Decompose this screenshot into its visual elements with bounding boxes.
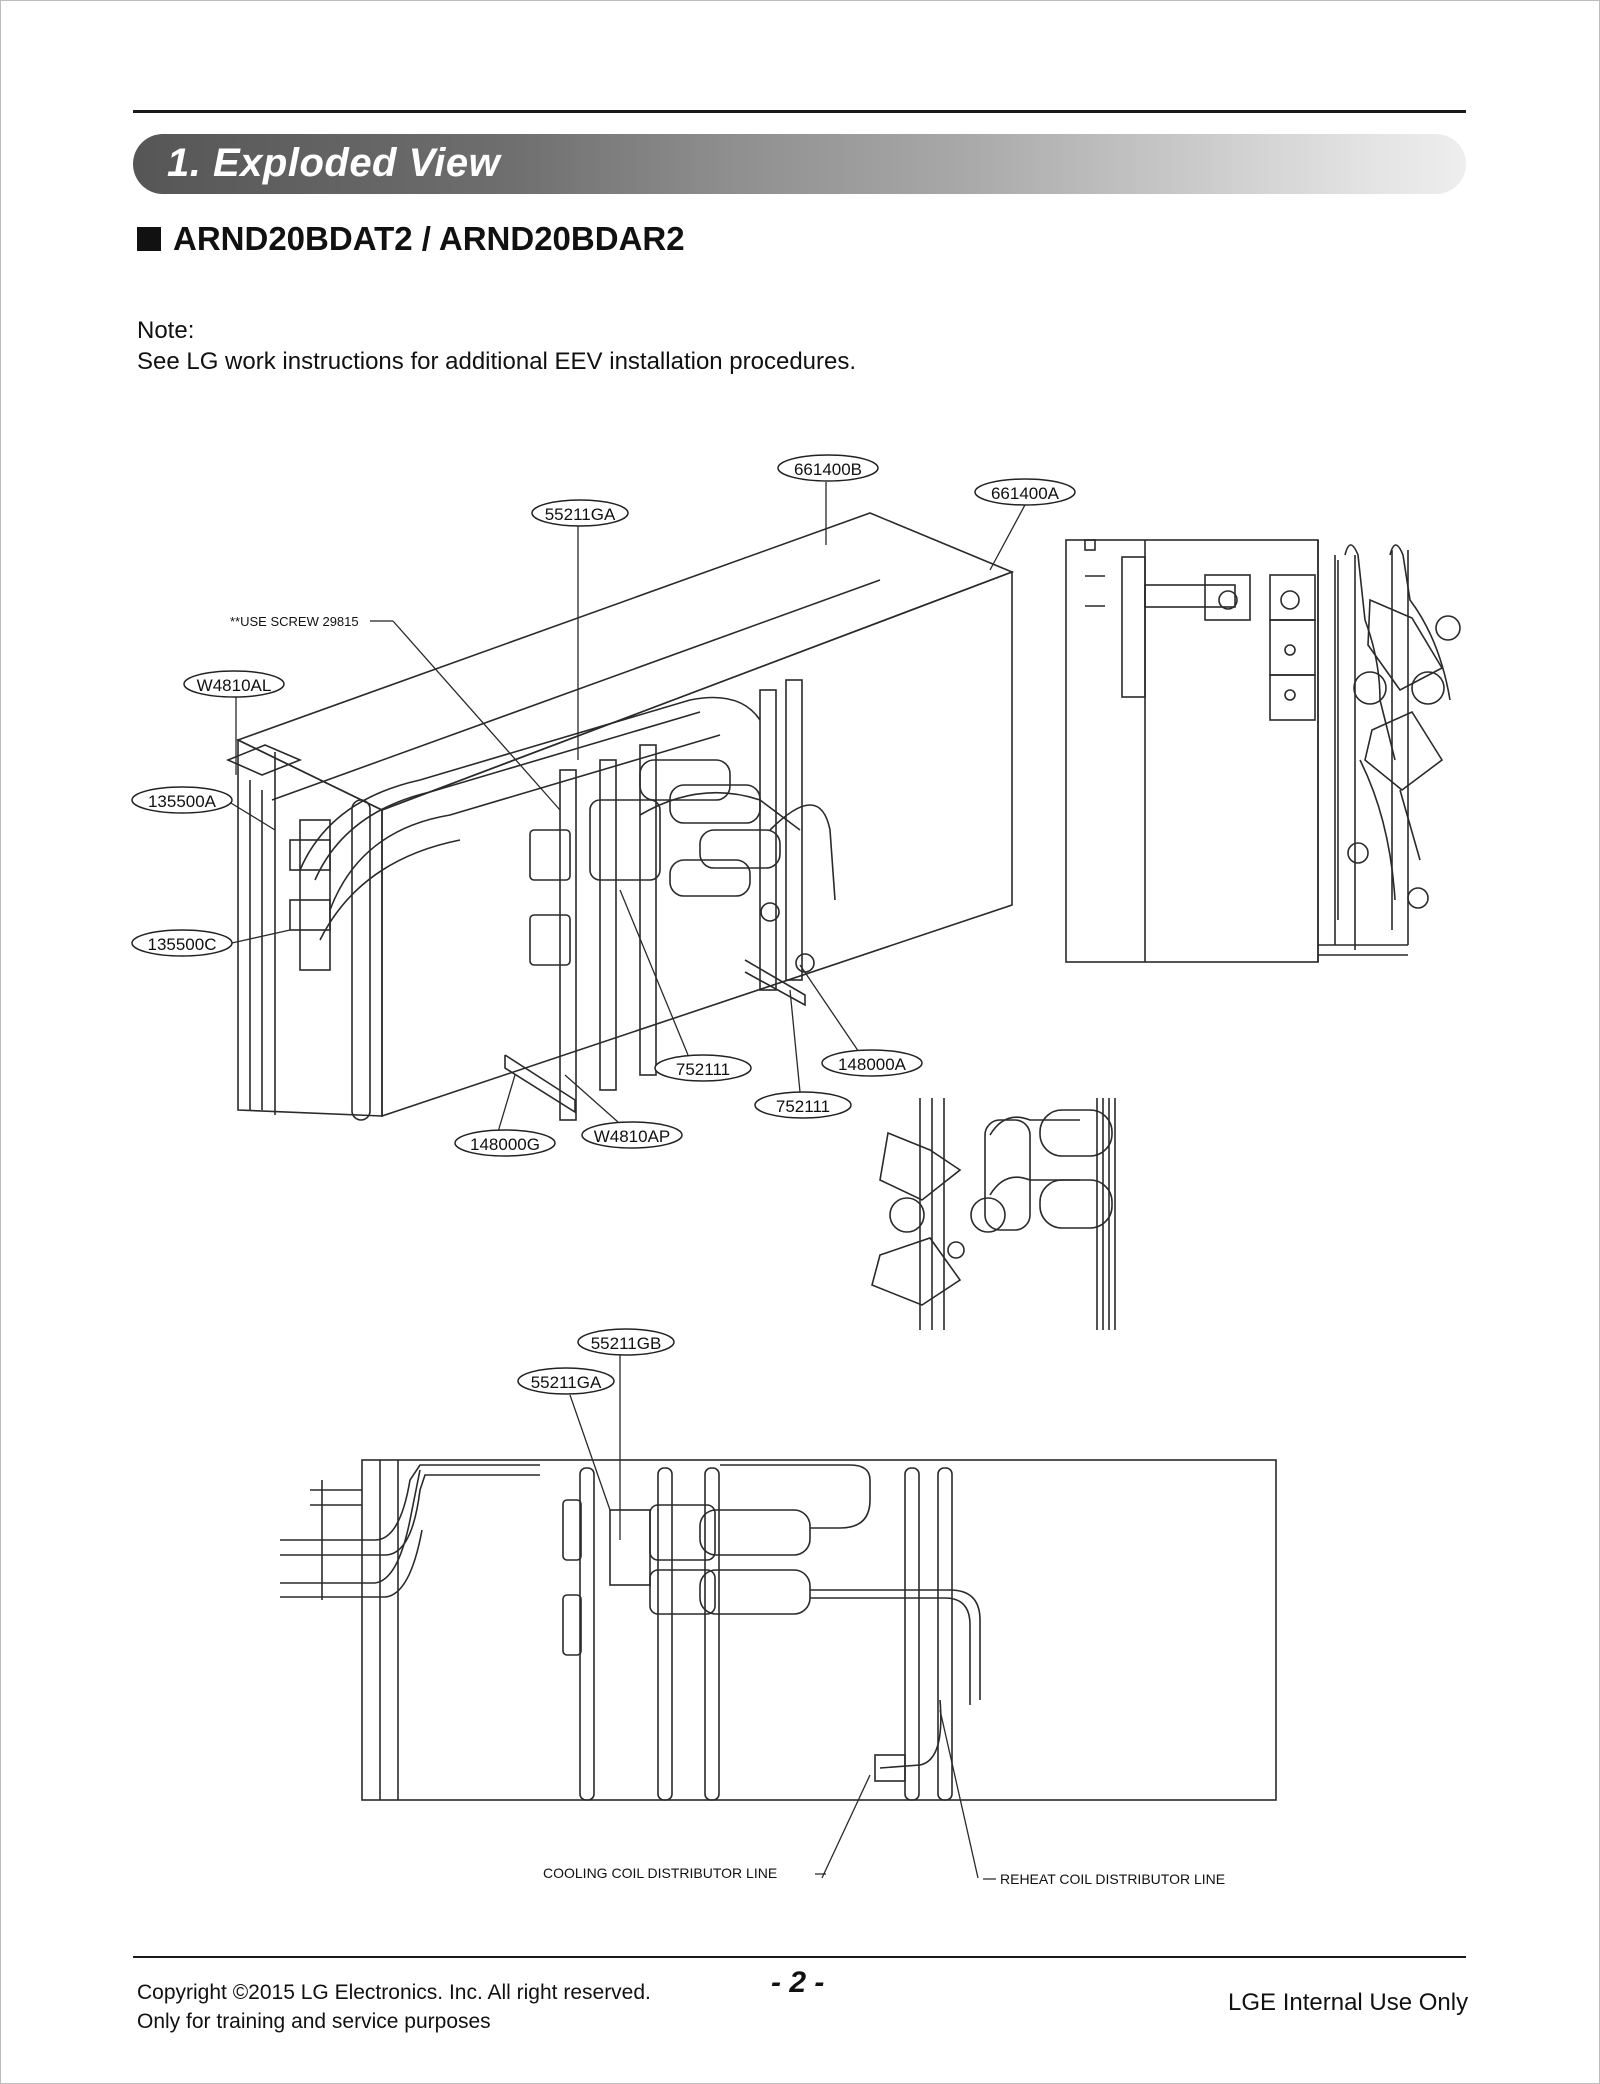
side-view-drawing xyxy=(1065,539,1461,963)
section-title: 1. Exploded View xyxy=(167,141,501,185)
header-rule xyxy=(133,110,1466,113)
footer-rule xyxy=(133,1956,1466,1958)
callout-148000G-bubble xyxy=(454,1129,556,1157)
internal-use-label: LGE Internal Use Only xyxy=(1228,1989,1469,2016)
callout-W4810AP: W4810AP xyxy=(594,1127,671,1146)
callout-W4810AL-bubble xyxy=(183,670,285,698)
callout-661400A-bubble xyxy=(974,478,1076,506)
section-banner: 1. Exploded View xyxy=(133,134,1466,194)
callouts: 661400B 661400A 55211GA **USE SCREW 2981… xyxy=(131,454,1225,1887)
callout-135500C-bubble xyxy=(131,929,233,957)
callout-752111-b-bubble xyxy=(754,1091,852,1119)
main-unit-drawing xyxy=(225,512,1015,1121)
callout-55211GA-bottom: 55211GA xyxy=(531,1373,602,1392)
callout-752111-a-bubble xyxy=(654,1054,752,1082)
callout-screw-note: **USE SCREW 29815 xyxy=(230,614,359,629)
leader-lines xyxy=(225,482,1027,1879)
page-number: - 2 - xyxy=(771,1966,825,1999)
bullet-square-icon xyxy=(137,227,161,251)
model-title: ARND20BDAT2 / ARND20BDAR2 xyxy=(173,220,685,257)
callout-752111-b: 752111 xyxy=(776,1097,830,1116)
callout-W4810AL: W4810AL xyxy=(197,676,272,695)
valve-detail-drawing xyxy=(871,1098,1116,1330)
reheat-coil-line-label: REHEAT COIL DISTRIBUTOR LINE xyxy=(1000,1871,1225,1887)
callout-55211GA-bottom-bubble xyxy=(517,1367,615,1395)
note-label: Note: xyxy=(137,317,195,344)
callout-135500A: 135500A xyxy=(148,792,217,811)
front-view-drawing xyxy=(280,1459,1277,1801)
callout-752111-a: 752111 xyxy=(676,1060,730,1079)
callout-135500C: 135500C xyxy=(147,935,216,954)
callout-148000A: 148000A xyxy=(838,1055,907,1074)
callout-55211GA-top-bubble xyxy=(531,499,629,527)
callout-148000A-bubble xyxy=(821,1049,923,1077)
note-text: See LG work instructions for additional … xyxy=(137,348,857,375)
callout-W4810AP-bubble xyxy=(581,1121,683,1149)
callout-148000G: 148000G xyxy=(470,1135,540,1154)
footer-copyright: Copyright ©2015 LG Electronics. Inc. All… xyxy=(137,1978,651,2036)
callout-135500A-bubble xyxy=(131,786,233,814)
copyright-line-1: Copyright ©2015 LG Electronics. Inc. All… xyxy=(137,1981,651,2004)
callout-661400B-bubble xyxy=(777,454,879,482)
cooling-coil-line-label: COOLING COIL DISTRIBUTOR LINE xyxy=(543,1865,777,1881)
callout-661400B: 661400B xyxy=(794,460,862,479)
callout-55211GB: 55211GB xyxy=(591,1334,662,1353)
callout-55211GB-bubble xyxy=(577,1328,675,1356)
callout-661400A: 661400A xyxy=(991,484,1060,503)
callout-55211GA-top: 55211GA xyxy=(545,505,616,524)
copyright-line-2: Only for training and service purposes xyxy=(137,2010,491,2033)
model-heading: ARND20BDAT2 / ARND20BDAR2 xyxy=(137,220,685,258)
